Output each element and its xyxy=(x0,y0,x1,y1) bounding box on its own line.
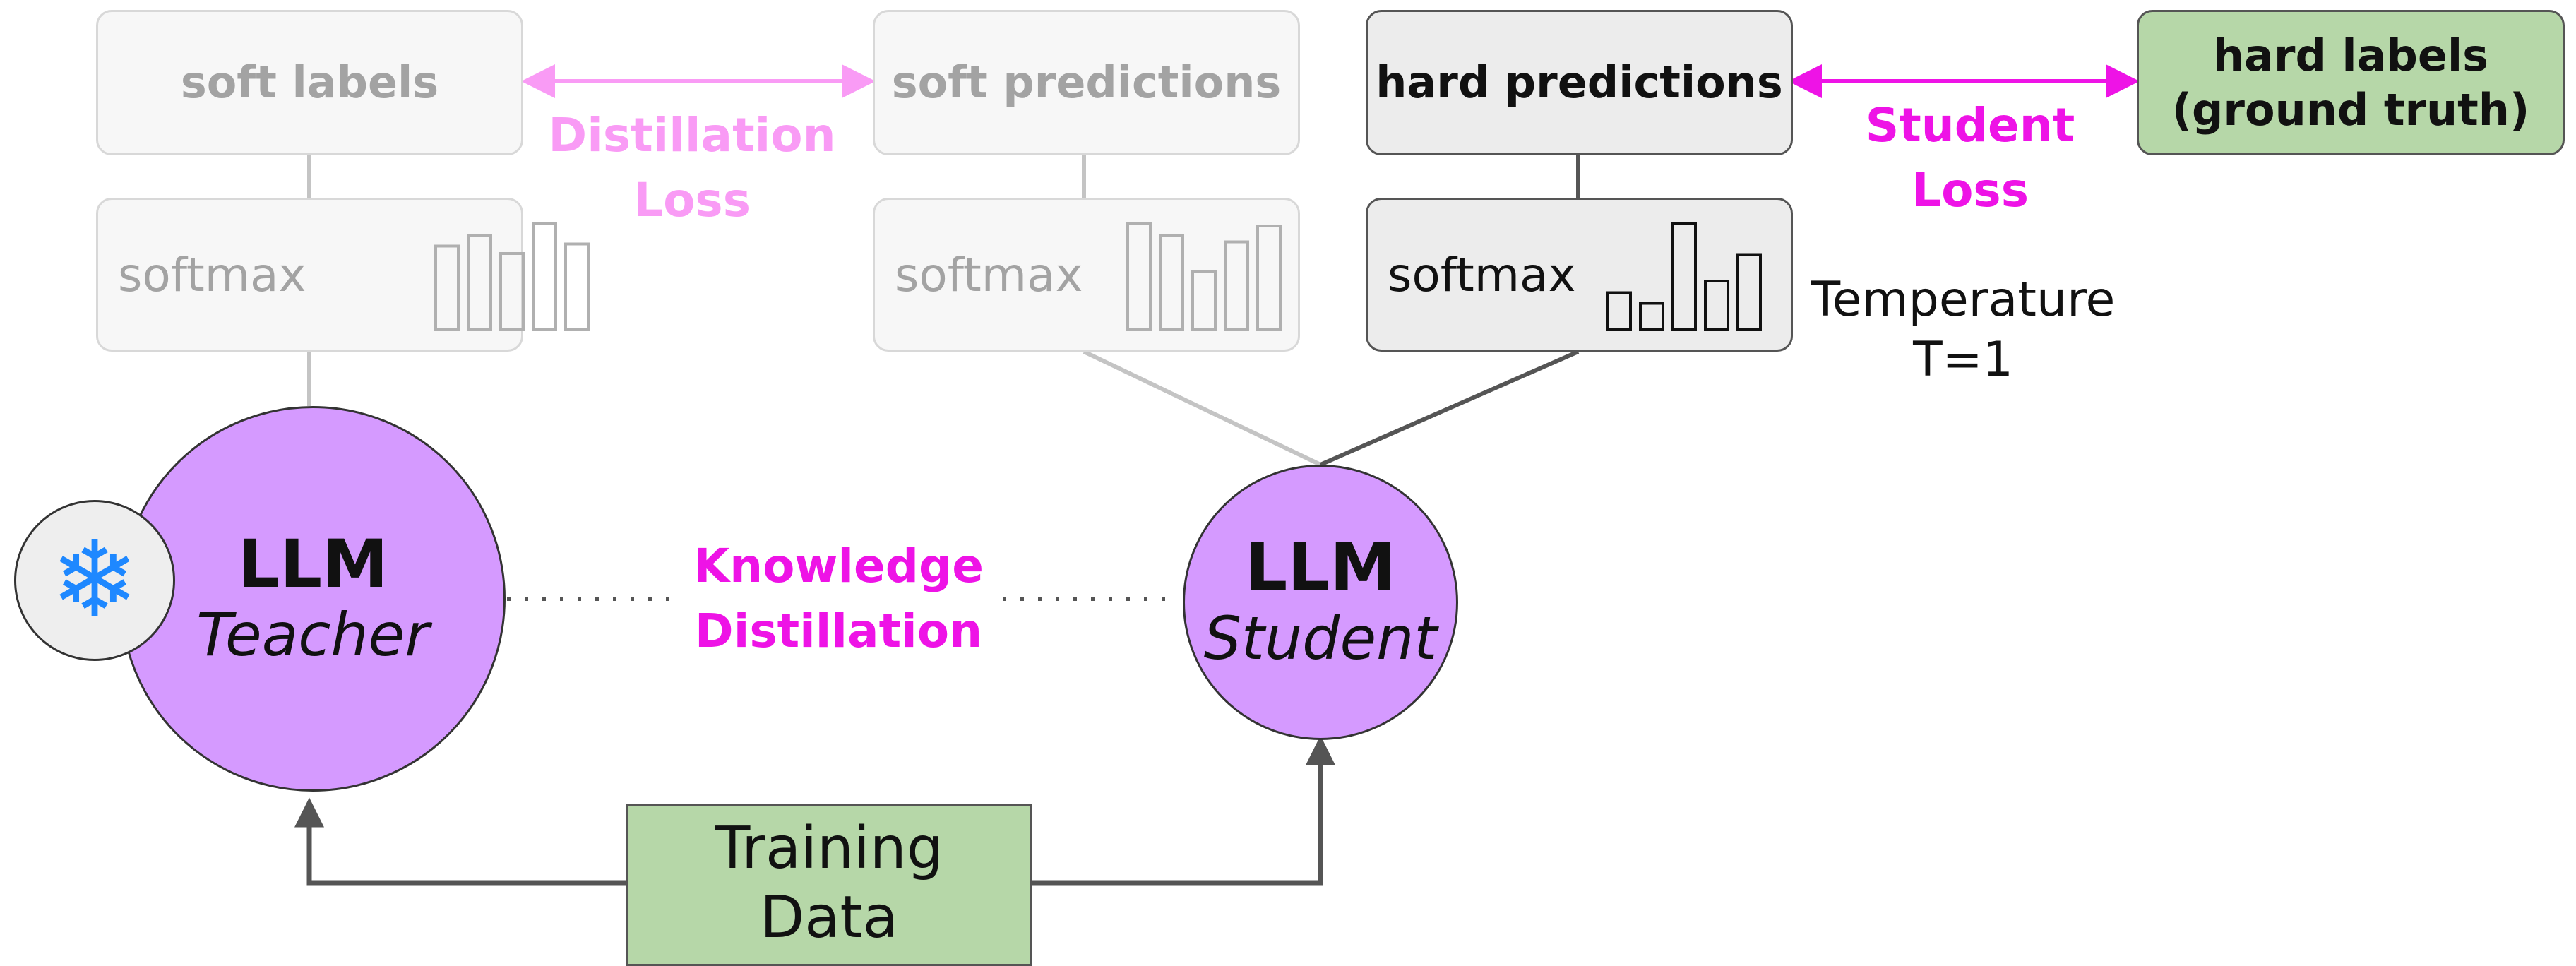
distillation-loss-line1: Distillation xyxy=(548,108,836,162)
softmax-bar xyxy=(1256,225,1282,331)
teacher-role: Teacher xyxy=(196,600,429,670)
softmax-bar xyxy=(1736,253,1762,331)
distillation-loss-line2: Loss xyxy=(633,173,751,228)
softmax-bar xyxy=(1224,240,1249,331)
training-data-line1: Training xyxy=(715,815,943,882)
snowflake-glyph: ❄ xyxy=(50,519,139,642)
distillation-loss-label: Distillation Loss xyxy=(537,103,847,234)
teacher-llm-title: LLM xyxy=(237,526,388,603)
knowledge-distillation-line2: Distillation xyxy=(694,604,983,659)
training-to-teacher-arrow xyxy=(294,797,626,886)
student-hard-softmax-box: softmax xyxy=(1366,198,1793,352)
hard-labels-box: hard labels (ground truth) xyxy=(2137,10,2565,155)
soft-predictions-text: soft predictions xyxy=(891,56,1282,109)
softmax-bar xyxy=(532,222,557,331)
softmax-bar xyxy=(564,242,590,331)
softmax-bar xyxy=(1704,280,1729,331)
softmax-bar xyxy=(1159,234,1184,331)
softmax-bar xyxy=(434,244,460,331)
student-llm-circle: LLM Student xyxy=(1183,465,1458,740)
student-hard-softmax-label: softmax xyxy=(1388,247,1576,302)
softmax-bar xyxy=(499,252,525,331)
student-hard-softmax-connector xyxy=(1319,350,1580,467)
teacher-softmax-label: softmax xyxy=(118,247,306,302)
soft-labels-text: soft labels xyxy=(180,56,439,109)
soft-labels-box: soft labels xyxy=(96,10,523,155)
temperature-line1: Temperature xyxy=(1811,272,2116,328)
softmax-bar xyxy=(1639,302,1664,331)
training-to-student-arrow xyxy=(1032,735,1335,886)
teacher-softmax-bars xyxy=(434,222,590,331)
softmax-bar xyxy=(467,234,492,331)
student-hard-softmax-bars xyxy=(1606,222,1762,331)
softmax-bar xyxy=(1671,222,1697,331)
student-soft-softmax-label: softmax xyxy=(895,247,1083,302)
student-soft-softmax-connector xyxy=(1083,350,1322,467)
softmax-bar xyxy=(1126,222,1152,331)
knowledge-distillation-line1: Knowledge xyxy=(693,539,984,593)
student-soft-softmax-bars xyxy=(1126,222,1282,331)
softmax-bar xyxy=(1606,291,1632,331)
hard-predictions-text: hard predictions xyxy=(1376,56,1783,109)
teacher-llm-circle: LLM Teacher xyxy=(120,406,506,792)
student-role: Student xyxy=(1203,604,1438,674)
training-data-line2: Data xyxy=(760,884,898,952)
student-loss-label: Student Loss xyxy=(1808,93,2133,224)
student-loss-line1: Student xyxy=(1865,98,2075,153)
student-llm-title: LLM xyxy=(1245,530,1396,607)
knowledge-distillation-label: Knowledge Distillation xyxy=(678,534,999,664)
teacher-softmax-box: softmax xyxy=(96,198,590,352)
student-soft-softmax-box: softmax xyxy=(873,198,1300,352)
softmax-bar xyxy=(1191,270,1217,331)
soft-predictions-box: soft predictions xyxy=(873,10,1300,155)
temperature-label: Temperature T=1 xyxy=(1794,270,2133,390)
hard-predictions-box: hard predictions xyxy=(1366,10,1793,155)
training-data-box: Training Data xyxy=(626,804,1032,966)
hard-labels-line2: (ground truth) xyxy=(2171,84,2530,136)
student-loss-line2: Loss xyxy=(1912,163,2029,218)
hard-labels-line1: hard labels xyxy=(2212,29,2489,81)
snowflake-icon: ❄ xyxy=(14,500,175,661)
temperature-line2: T=1 xyxy=(1913,332,2013,388)
